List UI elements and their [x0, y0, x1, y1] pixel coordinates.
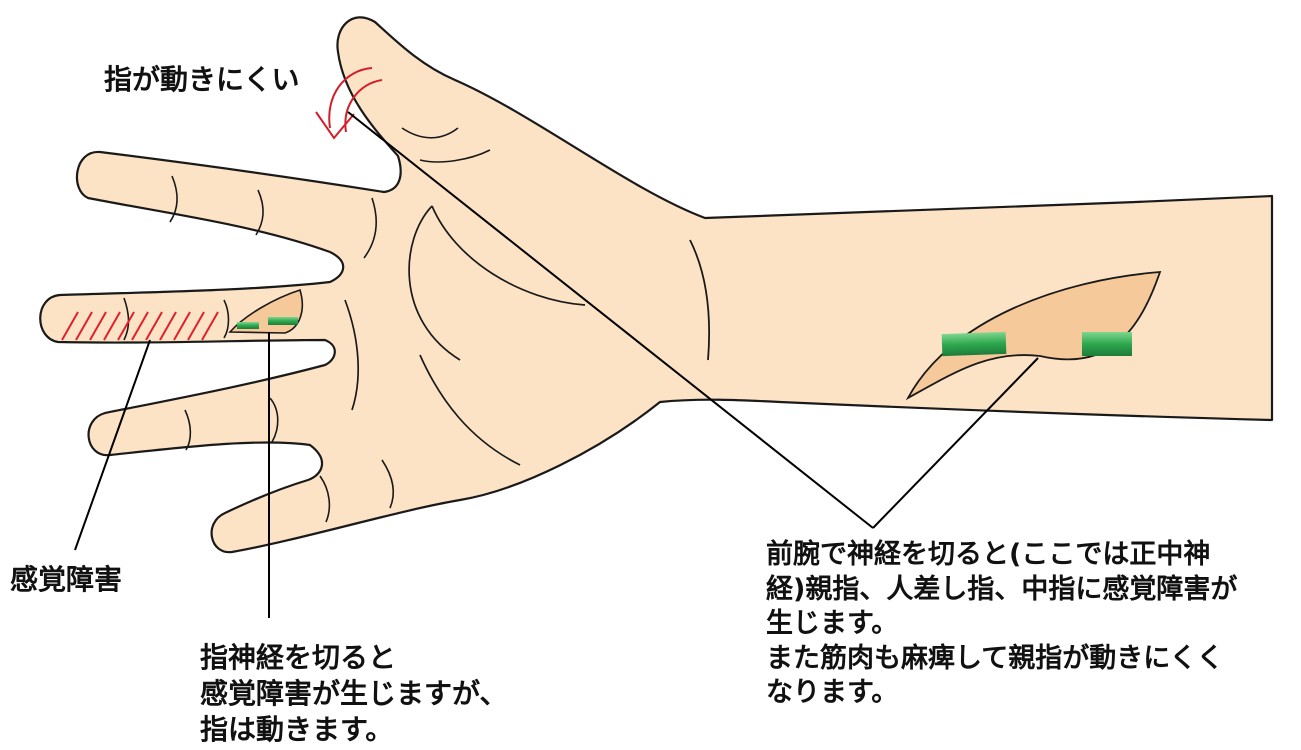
forearm-nerve-segment-2 — [1082, 332, 1132, 356]
finger-nerve-segment-1 — [237, 322, 259, 329]
forearm-nerve-line-4: また筋肉も麻痺して親指が動きにくく — [766, 642, 1224, 674]
finger-nerve-segment-2 — [268, 317, 298, 325]
sensory-loss-hatching — [61, 311, 219, 341]
palm-lines — [344, 205, 586, 466]
forearm-and-hand — [39, 16, 1274, 554]
digital-nerve-line-1: 指神経を切ると — [200, 641, 397, 674]
digital-nerve-line-3: 指は動きます。 — [200, 712, 394, 746]
forearm-nerve-line-5: なります。 — [766, 677, 899, 709]
forearm-nerve-line-1: 前腕で神経を切ると(ここでは正中神 — [766, 539, 1211, 570]
leader-lines — [74, 111, 1039, 618]
forearm-exposed-area — [905, 270, 1162, 401]
sensory-label: 感覚障害 — [10, 563, 123, 596]
forearm-nerve-line-3: 生じます。 — [766, 608, 899, 640]
curved-arrow-icon — [315, 67, 383, 140]
forearm-nerve-segment-1 — [941, 331, 1007, 357]
digital-nerve-line-2: 感覚障害が生じますが、 — [200, 676, 508, 710]
wrist-crease — [689, 239, 710, 361]
thumb-motion-label: 指が動きにくい — [104, 63, 300, 96]
digital-nerve-label: 指神経を切ると 感覚障害が生じますが、 指は動きます。 — [200, 640, 507, 747]
forearm-nerve-line-2: 経)親指、人差し指、中指に感覚障害が — [766, 573, 1238, 605]
forearm-nerve-label: 前腕で神経を切ると(ここでは正中神 経)親指、人差し指、中指に感覚障害が 生じま… — [766, 538, 1237, 711]
